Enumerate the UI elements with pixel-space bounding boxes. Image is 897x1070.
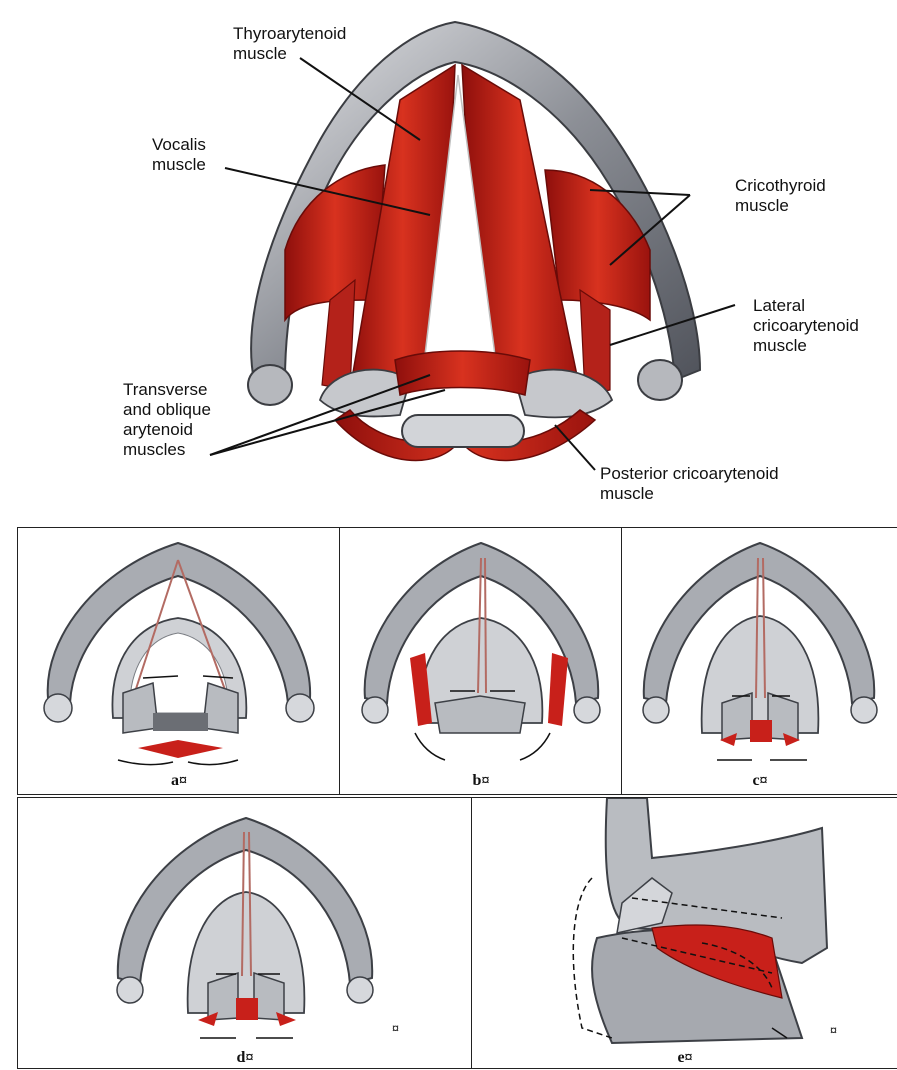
- transverse-arytenoid: [395, 351, 530, 395]
- panel-d-caption: d¤: [17, 1048, 473, 1069]
- cricoid-lamina: [402, 415, 524, 447]
- panel-e-caption: e¤: [471, 1048, 897, 1069]
- main-larynx-illustration: Thyroarytenoid muscle Vocalis muscle Cri…: [0, 0, 897, 520]
- panel-e-drawing: [472, 798, 897, 1048]
- panel-a: [17, 527, 341, 771]
- cricothyroid-label: Cricothyroid muscle: [735, 176, 826, 216]
- panel-b-drawing: [340, 528, 622, 770]
- panel-c-drawing: [622, 528, 897, 770]
- panel-b: [339, 527, 623, 771]
- panel-a-drawing: [18, 528, 340, 770]
- vocalis-label: Vocalis muscle: [152, 135, 206, 175]
- transverse-arytenoid-label: Transverse and oblique arytenoid muscles: [123, 380, 211, 460]
- thyroarytenoid-label: Thyroarytenoid muscle: [233, 24, 346, 64]
- panel-d-mark: ¤: [392, 1022, 399, 1038]
- panel-e-mark: ¤: [830, 1024, 837, 1040]
- posterior-cricoarytenoid-label: Posterior cricoarytenoid muscle: [600, 464, 779, 504]
- panel-e: ¤: [471, 797, 897, 1049]
- panel-c-caption: c¤: [621, 770, 897, 795]
- lateral-cricoarytenoid-label: Lateral cricoarytenoid muscle: [753, 296, 859, 356]
- panel-a-caption: a¤: [17, 770, 341, 795]
- panel-d: ¤: [17, 797, 473, 1049]
- panel-d-drawing: [18, 798, 472, 1048]
- panel-c: [621, 527, 897, 771]
- panel-b-caption: b¤: [339, 770, 623, 795]
